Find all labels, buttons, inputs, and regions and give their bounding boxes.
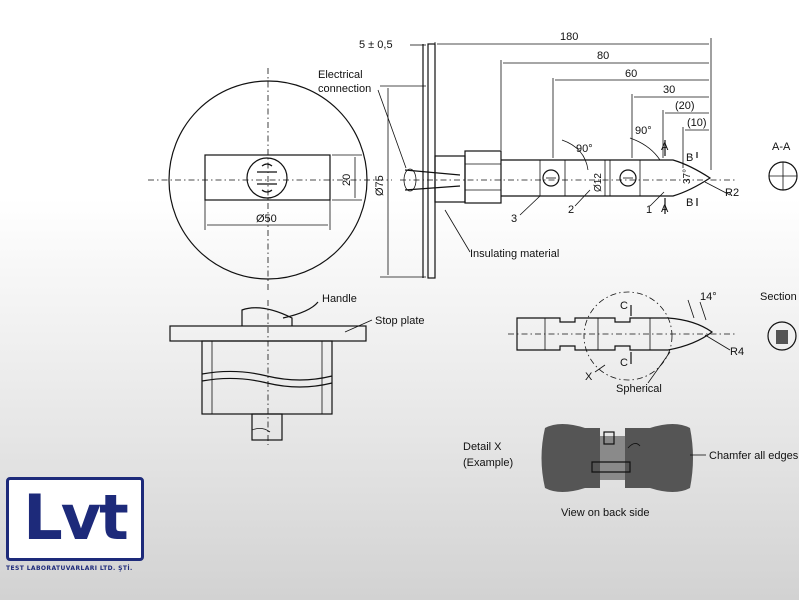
label-view-back: View on back side <box>561 507 649 519</box>
dim-tolerance: 5 ± 0,5 <box>359 39 393 51</box>
dim-60: 60 <box>625 68 637 80</box>
dim-20: 20 <box>341 174 353 186</box>
dim-dia12: Ø12 <box>593 173 604 192</box>
marker-c-top: C <box>620 300 628 312</box>
marker-c-bot: C <box>620 357 628 369</box>
label-section: Section <box>760 291 797 303</box>
marker-a-top: A <box>661 141 669 153</box>
label-electrical-1: Electrical <box>318 69 363 81</box>
detail-x-circle <box>583 291 673 381</box>
handle-knob <box>241 307 293 326</box>
angle-90b: 90° <box>635 125 652 137</box>
label-stop-plate: Stop plate <box>375 315 425 327</box>
marker-x: X <box>585 371 593 383</box>
label-section-aa: A-A <box>772 141 791 153</box>
dim-10: (10) <box>687 117 707 129</box>
section-hatch <box>776 330 788 344</box>
marker-3: 3 <box>511 213 517 225</box>
angle-14: 14° <box>700 291 717 303</box>
nut <box>464 150 502 204</box>
dim-30: 30 <box>663 84 675 96</box>
marker-b-top: B <box>686 152 693 164</box>
label-detail-x-example: (Example) <box>463 457 513 469</box>
detail-right-block <box>625 424 693 492</box>
probe-shaft <box>501 159 712 197</box>
section-circle <box>767 321 797 351</box>
radius-r4: R4 <box>730 346 744 358</box>
lvt-logo: Lvt <box>6 477 144 561</box>
label-chamfer: Chamfer all edges <box>709 450 799 462</box>
break-line-1 <box>201 370 333 381</box>
electrical-leader <box>377 89 407 169</box>
marker-a-bot: A <box>661 203 669 215</box>
dim-20: (20) <box>675 100 695 112</box>
detail-x: Detail X (Example) Chamfer all edges Vie… <box>463 424 799 519</box>
pin-circle <box>246 157 288 199</box>
label-handle: Handle <box>322 293 357 305</box>
jointed-finger: C C X 14° R4 Spherical Section <box>508 291 797 395</box>
marker-b-bot: B <box>686 197 693 209</box>
dim-dia75: Ø75 <box>374 175 386 196</box>
break-line-2 <box>201 377 333 388</box>
radius-r2: R2 <box>725 187 739 199</box>
pin-stub <box>251 413 283 441</box>
dim-180: 180 <box>560 31 578 43</box>
marker-1: 1 <box>646 204 652 216</box>
insulating-leader <box>444 209 471 253</box>
lvt-logo-text: Lvt <box>23 481 129 554</box>
stop-plate-side <box>427 43 436 279</box>
joint-pin-2 <box>619 169 637 187</box>
label-electrical-2: connection <box>318 83 371 95</box>
angle-37: 37° <box>682 169 693 184</box>
dim-80: 80 <box>597 50 609 62</box>
lvt-logo-subtitle: TEST LABORATUVARLARI LTD. ŞTİ. <box>6 565 133 572</box>
label-insulating: Insulating material <box>470 248 559 260</box>
pin-marks <box>257 163 277 193</box>
label-detail-x: Detail X <box>463 441 502 453</box>
marker-2: 2 <box>568 204 574 216</box>
label-spherical: Spherical <box>616 383 662 395</box>
side-view: Ø75 180 80 60 30 (20 <box>318 31 798 279</box>
handle-bar <box>204 154 331 201</box>
electrical-wire <box>404 169 461 191</box>
body-rect <box>201 340 333 415</box>
joint-pin-1 <box>542 169 560 187</box>
detail-left-block <box>541 424 600 492</box>
dim-dia50: Ø50 <box>256 213 277 225</box>
handle-leader <box>282 301 319 319</box>
handle-side-view: Handle Stop plate <box>169 293 425 445</box>
angle-90a: 90° <box>576 143 593 155</box>
finger-outline <box>516 317 714 351</box>
insulating-collar <box>434 155 466 203</box>
front-view: 20 Ø50 <box>148 68 392 292</box>
